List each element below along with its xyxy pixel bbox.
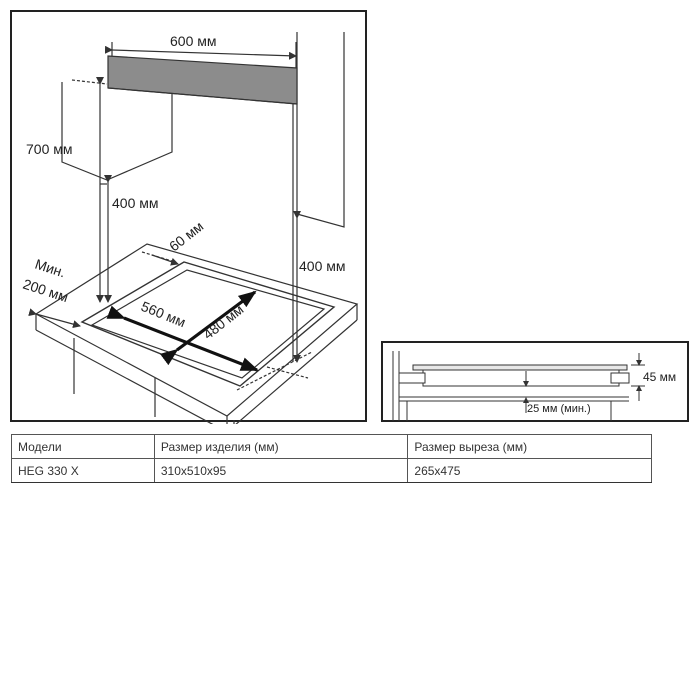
- header-cutout-size: Размер выреза (мм): [407, 434, 652, 459]
- label-480: 480 мм: [200, 301, 246, 342]
- side-section-diagram: 45 мм 25 мм (мин.): [392, 351, 676, 421]
- header-models: Модели: [11, 434, 155, 459]
- left-wall-cabinet: [61, 82, 173, 181]
- label-45: 45 мм: [643, 370, 676, 384]
- label-600: 600 мм: [170, 33, 217, 49]
- installation-diagram-panel: 600 мм 700 мм 400 мм 400 мм 60 мм Мин. 2…: [10, 10, 367, 424]
- worktop-right: [610, 372, 630, 384]
- specs-table: Модели Размер изделия (мм) Размер выреза…: [11, 434, 652, 483]
- right-wall: [296, 32, 345, 228]
- dim-60-line: [151, 254, 179, 266]
- cell-model: HEG 330 X: [11, 458, 155, 483]
- dim-480-arrow: [159, 290, 257, 366]
- hob-body: [422, 369, 620, 387]
- table-row: HEG 330 X 310x510x95 265x475: [11, 458, 652, 483]
- header-product-size: Размер изделия (мм): [153, 434, 409, 459]
- table-header-row: Модели Размер изделия (мм) Размер выреза…: [11, 434, 652, 459]
- installation-diagram: 600 мм 700 мм 400 мм 400 мм 60 мм Мин. 2…: [21, 32, 359, 424]
- label-200: 200 мм: [21, 276, 70, 306]
- range-hood: [107, 55, 298, 105]
- dim-600-line: [104, 45, 297, 60]
- hob-glass: [412, 364, 628, 371]
- cell-product-size: 310x510x95: [153, 458, 409, 483]
- label-60: 60 мм: [166, 218, 206, 254]
- label-min: Мин.: [33, 256, 68, 281]
- worktop-left: [398, 372, 426, 384]
- dim-560-arrow: [106, 305, 259, 372]
- label-400-right: 400 мм: [299, 258, 346, 274]
- dim-200-line: [28, 308, 81, 329]
- label-700: 700 мм: [26, 141, 73, 157]
- label-400-left: 400 мм: [112, 195, 159, 211]
- label-25-min: 25 мм (мин.): [527, 403, 591, 415]
- side-section-panel: 45 мм 25 мм (мин.): [381, 341, 689, 422]
- cell-cutout-size: 265x475: [407, 458, 652, 483]
